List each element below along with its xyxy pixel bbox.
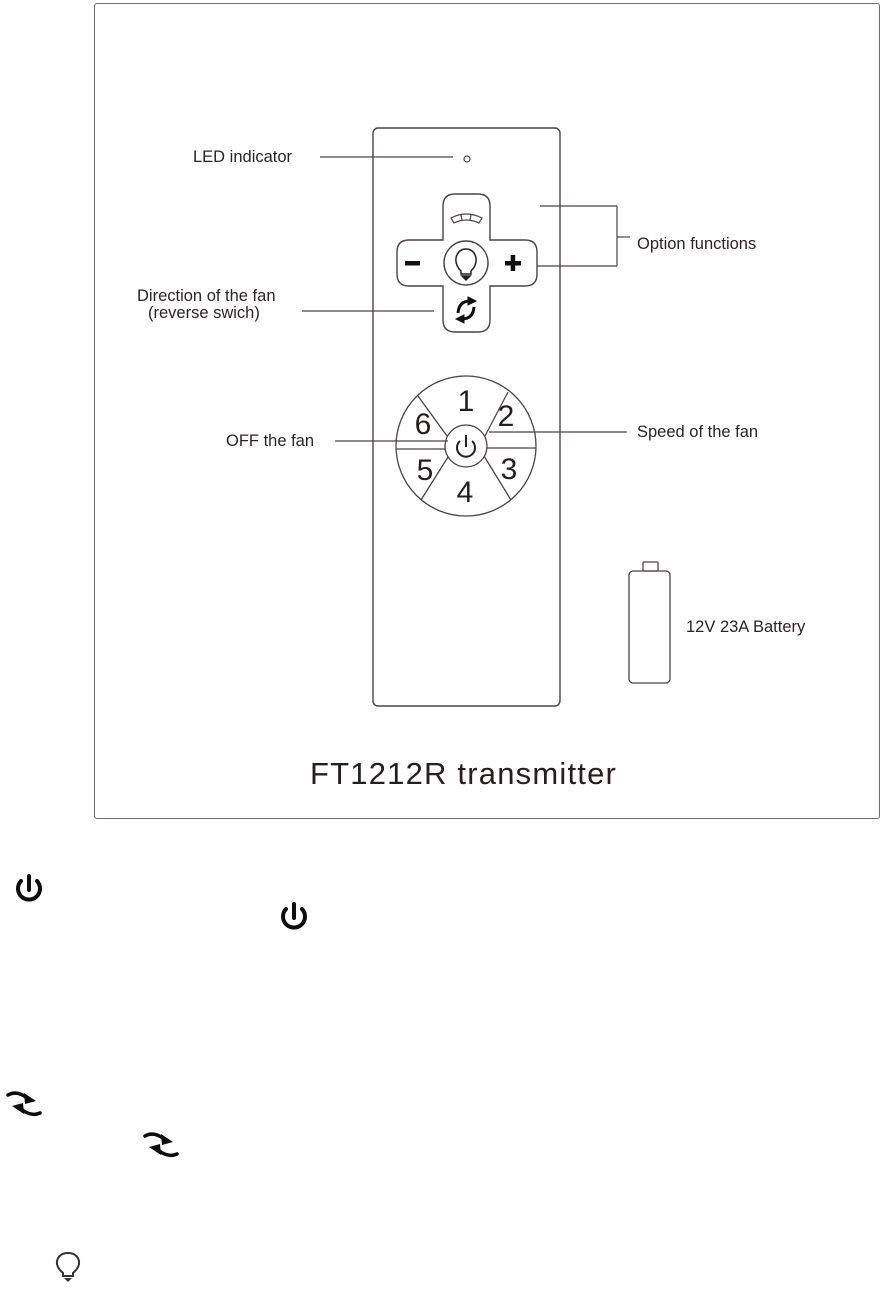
light-bulb-icon bbox=[455, 248, 477, 282]
speed-button-3[interactable]: 3 bbox=[501, 453, 518, 486]
reverse-icon bbox=[143, 1132, 179, 1158]
speed-button-6[interactable]: 6 bbox=[415, 408, 432, 441]
led-indicator-dot bbox=[463, 155, 471, 163]
diagram-title: FT1212R transmitter bbox=[310, 756, 618, 791]
speed-wheel bbox=[395, 375, 537, 517]
label-direction-line1: Direction of the fan bbox=[137, 287, 276, 305]
speed-button-1[interactable]: 1 bbox=[458, 385, 475, 418]
label-battery: 12V 23A Battery bbox=[686, 618, 806, 636]
minus-button[interactable] bbox=[405, 261, 420, 266]
remote-body bbox=[372, 127, 561, 707]
label-direction-line2: (reverse swich) bbox=[148, 304, 260, 322]
speed-button-2[interactable]: 2 bbox=[498, 400, 515, 433]
light-button[interactable] bbox=[443, 240, 489, 286]
label-off-the-fan: OFF the fan bbox=[226, 432, 315, 450]
reverse-icon bbox=[6, 1091, 42, 1117]
power-icon bbox=[16, 874, 42, 902]
battery-icon bbox=[628, 561, 671, 684]
plus-button[interactable] bbox=[505, 255, 521, 271]
diagram-frame bbox=[94, 3, 880, 819]
label-led-indicator: LED indicator bbox=[193, 148, 293, 166]
label-speed-of-the-fan: Speed of the fan bbox=[637, 423, 759, 441]
speed-button-5[interactable]: 5 bbox=[417, 454, 434, 487]
speed-button-4[interactable]: 4 bbox=[457, 476, 474, 509]
leader-option-functions bbox=[537, 205, 630, 267]
light-dimmer-icon bbox=[450, 213, 483, 224]
dpad-cross bbox=[396, 193, 538, 333]
light-bulb-icon bbox=[55, 1251, 81, 1282]
power-icon bbox=[281, 902, 307, 930]
reverse-direction-button[interactable] bbox=[454, 296, 478, 324]
label-option-functions: Option functions bbox=[637, 235, 757, 253]
power-button[interactable] bbox=[456, 435, 476, 458]
